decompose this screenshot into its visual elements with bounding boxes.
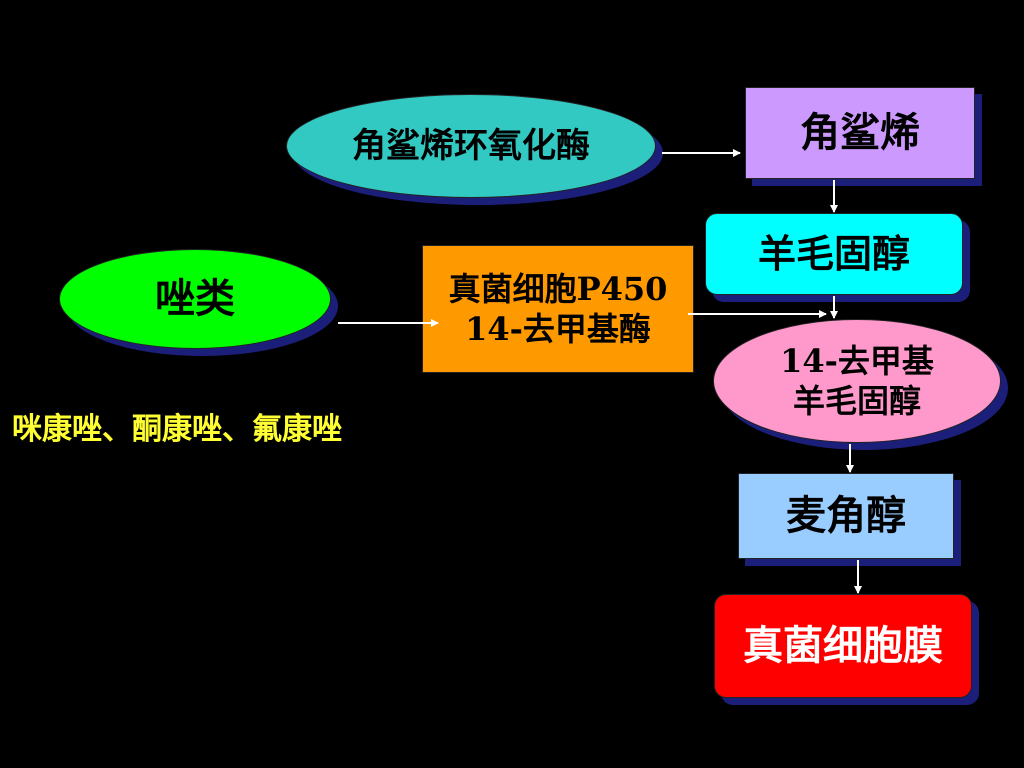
demethyl-lanosterol-label: 14-去甲基 羊毛固醇 — [780, 342, 934, 420]
azoles-label: 唑类 — [155, 275, 235, 322]
cell-membrane-node: 真菌细胞膜 — [714, 594, 972, 698]
lanosterol-label: 羊毛固醇 — [757, 231, 910, 277]
ergosterol-label: 麦角醇 — [786, 492, 906, 539]
azole-drugs-caption: 咪康唑、酮康唑、氟康唑 — [12, 412, 342, 447]
ergosterol-node: 麦角醇 — [738, 473, 954, 559]
squalene-epoxidase-label: 角鲨烯环氧化酶 — [352, 125, 590, 166]
cell-membrane-label: 真菌细胞膜 — [743, 622, 943, 669]
p450-demethylase-node: 真菌细胞P450 14-去甲基酶 — [422, 245, 694, 373]
lanosterol-node: 羊毛固醇 — [705, 213, 963, 295]
demethyl-lanosterol-node: 14-去甲基 羊毛固醇 — [713, 319, 1001, 443]
p450-demethylase-label: 真菌细胞P450 14-去甲基酶 — [448, 270, 668, 348]
squalene-epoxidase-node: 角鲨烯环氧化酶 — [286, 94, 656, 198]
azoles-node: 唑类 — [59, 249, 331, 349]
squalene-label: 角鲨烯 — [800, 109, 920, 156]
squalene-node: 角鲨烯 — [745, 87, 975, 179]
